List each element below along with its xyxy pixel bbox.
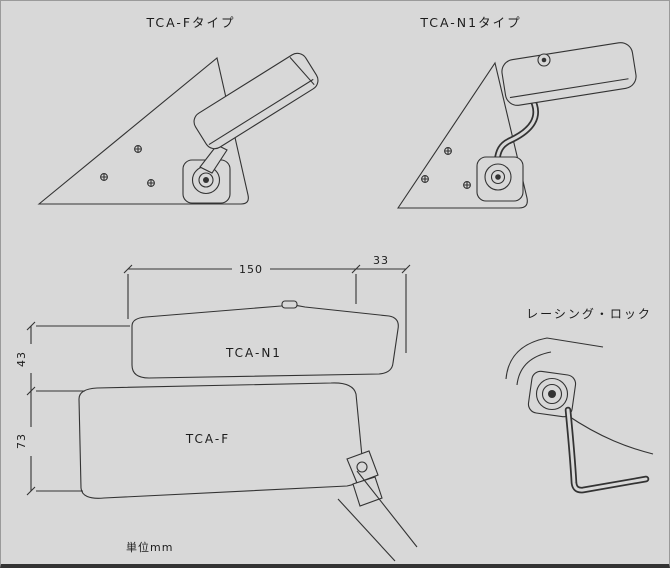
allen-key bbox=[564, 406, 650, 494]
header-tca-f-type: TCA-Fタイプ bbox=[145, 15, 235, 30]
pivot-ring-inner bbox=[198, 172, 214, 188]
tca-f-housing-outline bbox=[78, 382, 364, 499]
drawing-tca-n1-mirror bbox=[396, 42, 637, 209]
dim-73: 73 bbox=[15, 433, 28, 449]
tca-n1-label: TCA-N1 bbox=[225, 346, 282, 360]
windshield-edge-line bbox=[337, 498, 396, 562]
screw-hole bbox=[134, 145, 142, 153]
mount-foot-detail bbox=[337, 450, 418, 562]
dim-150: 150 bbox=[239, 263, 263, 276]
housing-corner-curve bbox=[505, 337, 604, 380]
pivot-bolt bbox=[203, 177, 209, 183]
tca-f-label: TCA-F bbox=[185, 432, 230, 446]
lock-cylinder-inner bbox=[541, 383, 563, 405]
mirror-housing bbox=[193, 52, 319, 150]
windshield-edge-line bbox=[356, 470, 418, 548]
housing-corner-curve-inner bbox=[516, 351, 552, 386]
dimension-drawing: TCA-N1 TCA-F 150 33 bbox=[15, 254, 418, 562]
header-tca-n1-type: TCA-N1タイプ bbox=[419, 15, 521, 30]
screw-hole bbox=[421, 175, 429, 183]
extension-lines bbox=[127, 274, 407, 353]
mounting-plate bbox=[37, 57, 249, 205]
dimension-ticks bbox=[123, 264, 411, 274]
tca-n1-lock-bump bbox=[281, 300, 298, 309]
racing-lock-detail: レーシング・ロック bbox=[505, 307, 654, 494]
screw-hole bbox=[444, 147, 452, 155]
housing-end-line bbox=[289, 56, 315, 86]
pivot-bolt bbox=[495, 174, 501, 180]
racing-lock-label: レーシング・ロック bbox=[526, 307, 652, 321]
screw-hole bbox=[147, 179, 155, 187]
housing-lower-curve bbox=[566, 414, 654, 455]
screw-hole bbox=[463, 181, 471, 189]
mirror-housing bbox=[501, 42, 637, 106]
housing-edge-line bbox=[509, 78, 629, 99]
pivot-ring-inner bbox=[490, 169, 506, 185]
dim-43: 43 bbox=[15, 351, 28, 367]
mounting-plate bbox=[396, 61, 528, 209]
lock-keyhole bbox=[548, 390, 556, 398]
dimension-ticks bbox=[26, 321, 36, 496]
extension-lines bbox=[36, 325, 130, 492]
tca-n1-housing-outline bbox=[131, 304, 399, 379]
dimension-horizontal: 150 33 bbox=[123, 254, 411, 353]
drawing-tca-f-mirror bbox=[37, 52, 319, 205]
housing-edge-line bbox=[208, 78, 314, 146]
dim-33: 33 bbox=[373, 254, 389, 267]
racing-lock-keyhole bbox=[541, 57, 547, 63]
screw-hole bbox=[100, 173, 108, 181]
mirror-arm-highlight bbox=[495, 95, 538, 163]
mirror-arm bbox=[199, 144, 228, 174]
allen-key-highlight bbox=[566, 408, 648, 492]
dimension-vertical: 43 73 bbox=[15, 321, 130, 496]
unit-note: 単位mm bbox=[126, 540, 173, 554]
